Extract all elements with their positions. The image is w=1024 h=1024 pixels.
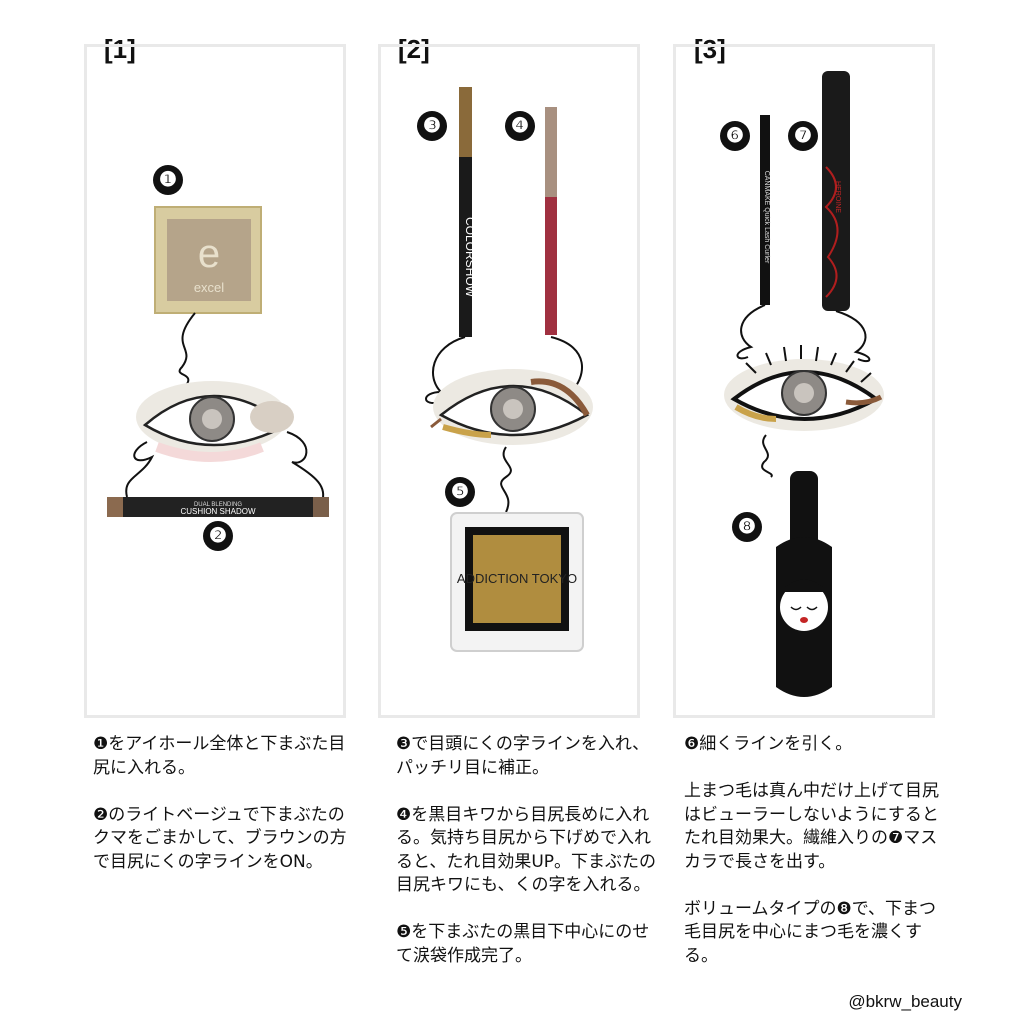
excel-brand: excel (194, 280, 224, 295)
stick-line1: DUAL BLENDING (194, 502, 242, 508)
canmake-liner: CANMAKE Quick Lash Curler (760, 115, 770, 305)
panel-3-label: [3] (694, 34, 726, 64)
step-5-badge: ❺ (445, 477, 475, 507)
panel-2-description: ❸で目頭にくの字ラインを入れ、パッチリ目に補正。 ❹を黒目キワから目尻長めに入れ… (396, 734, 657, 966)
panel-2: ❸ ❹ COLORSHOW A (378, 44, 640, 718)
eye-diagram-1 (136, 381, 294, 462)
stick-line2: CUSHION SHADOW (180, 507, 256, 516)
panel-3-description: ❻細くラインを引く。 上まつ毛は真ん中だけ上げて目尻はビューラーしないようにする… (684, 734, 939, 966)
panel-1-description: ❶をアイホール全体と下まぶた目尻に入れる。 ❷のライトベージュで下まぶたのクマを… (93, 734, 347, 872)
colorshow-text: COLORSHOW (463, 217, 477, 298)
heroine-mascara: HEROINE (822, 71, 850, 311)
panel-3-illustration: CANMAKE Quick Lash Curler HEROINE (724, 71, 884, 697)
panel-1: ❶ e excel DUAL BLENDING CUSHION SHAD (84, 44, 346, 718)
heroine-text: HEROINE (834, 181, 841, 213)
step-7-badge: ❼ (788, 121, 818, 151)
panel-1-label: [1] (104, 34, 136, 64)
character-mascara (776, 471, 832, 697)
canmake-text: CANMAKE Quick Lash Curler (763, 171, 770, 264)
panel-2-label: [2] (398, 34, 430, 64)
cushion-shadow-stick: DUAL BLENDING CUSHION SHADOW (107, 497, 329, 517)
step-2-badge: ❷ (203, 521, 233, 551)
excel-eyeshadow-compact: e excel (154, 206, 262, 314)
excel-logo: e (198, 232, 220, 276)
panel-3: ❻ ❼ CANMAKE Quick Lash Curler HEROINE (673, 44, 935, 718)
credit-handle: @bkrw_beauty (848, 992, 962, 1011)
addiction-text: ADDICTION TOKYO (457, 571, 577, 586)
panel-1-illustration: e excel DUAL BLENDING CUSHION SHADOW (107, 206, 329, 517)
colorshow-pencil: COLORSHOW (459, 87, 477, 337)
eye-diagram-2 (430, 369, 593, 445)
step-6-badge: ❻ (720, 121, 750, 151)
panel-2-illustration: COLORSHOW ADDICTION TOKYO (425, 87, 593, 652)
eye-diagram-3 (724, 345, 884, 431)
step-4-badge: ❹ (505, 111, 535, 141)
addiction-compact: ADDICTION TOKYO (450, 512, 584, 652)
step-1-badge: ❶ (153, 165, 183, 195)
step-3-badge: ❸ (417, 111, 447, 141)
step-8-badge: ❽ (732, 512, 762, 542)
brown-pencil (545, 107, 557, 335)
